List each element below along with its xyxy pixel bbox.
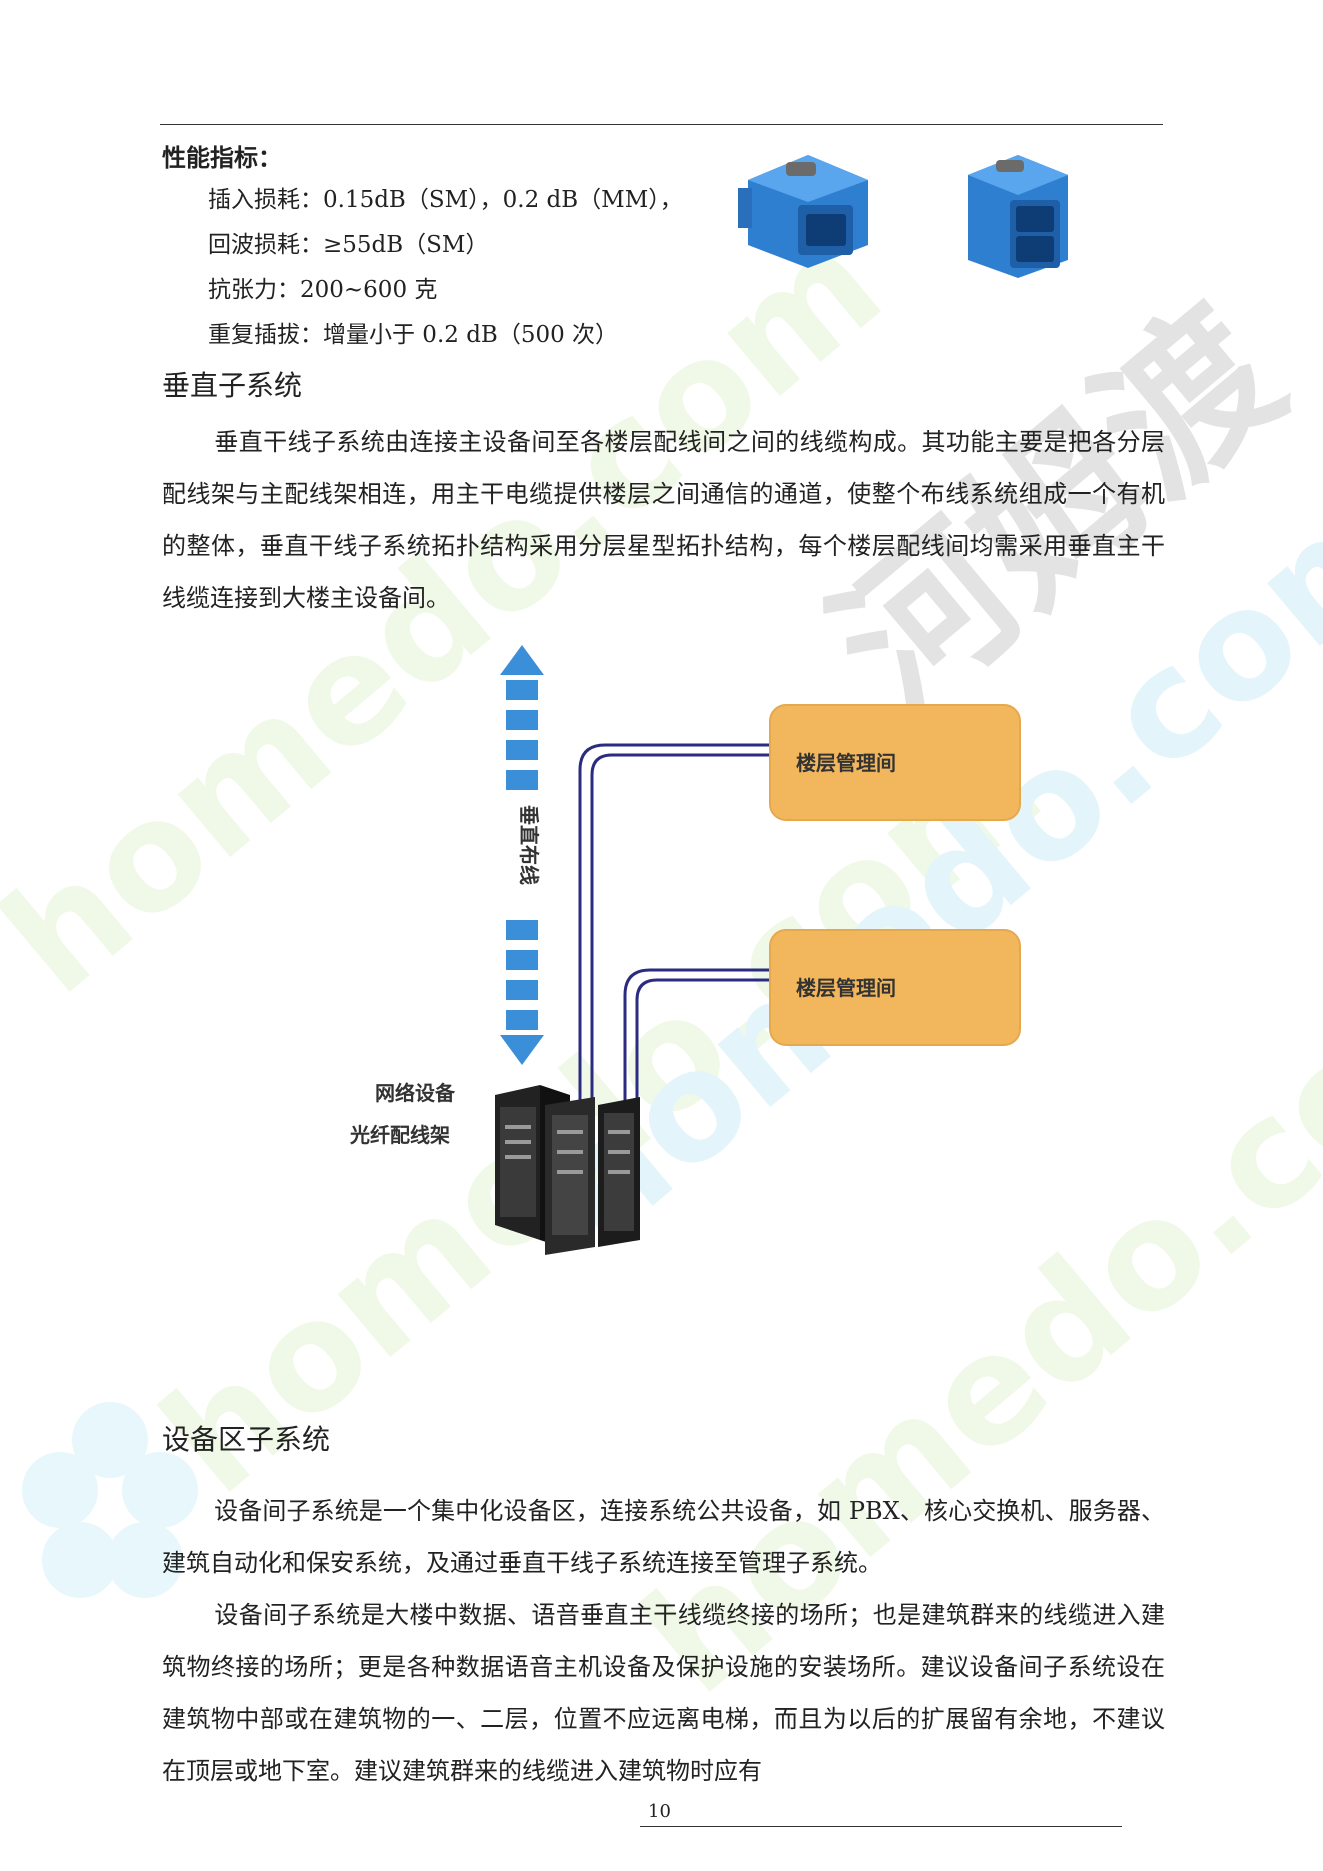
- cable-to-floor1: [578, 743, 770, 1115]
- rack-label-fiber: 光纤配线架: [349, 1123, 450, 1147]
- equipment-paragraph-1: 设备间子系统是一个集中化设备区，连接系统公共设备，如 PBX、核心交换机、服务器…: [162, 1485, 1165, 1589]
- equipment-section-title: 设备区子系统: [162, 1423, 331, 1456]
- vertical-section-title: 垂直子系统: [162, 369, 303, 402]
- cable-to-floor2: [623, 968, 770, 1115]
- spec-return-loss: 回波损耗：≥55dB（SM）: [208, 232, 489, 258]
- vertical-paragraph-text: 垂直干线子系统由连接主设备间至各楼层配线间之间的线缆构成。其功能主要是把各分层配…: [162, 428, 1165, 612]
- floor-management-box-1: [769, 704, 1021, 821]
- equipment-paragraph-1-text: 设备间子系统是一个集中化设备区，连接系统公共设备，如 PBX、核心交换机、服务器…: [162, 1497, 1165, 1577]
- floor-management-label-2: 楼层管理间: [796, 976, 896, 1000]
- floor-management-box-2: [769, 929, 1021, 1046]
- duplex-connector-image: [968, 155, 1068, 278]
- header-rule: [160, 124, 1163, 125]
- simplex-connector-image: [738, 155, 868, 268]
- footer-rule: [640, 1826, 1122, 1827]
- vertical-arrow-icon: [500, 645, 544, 1065]
- spec-repeat: 重复插拔：增量小于 0.2 dB（500 次）: [208, 322, 619, 348]
- vertical-paragraph: 垂直干线子系统由连接主设备间至各楼层配线间之间的线缆构成。其功能主要是把各分层配…: [162, 416, 1165, 624]
- spec-insertion-loss: 插入损耗：0.15dB（SM），0.2 dB（MM），: [208, 187, 683, 213]
- arrow-label: 垂直布线: [517, 805, 541, 885]
- equipment-paragraph-2-text: 设备间子系统是大楼中数据、语音垂直主干线缆终接的场所；也是建筑群来的线缆进入建筑…: [162, 1601, 1165, 1785]
- spec-title: 性能指标：: [162, 144, 282, 172]
- rack-label-network: 网络设备: [375, 1081, 456, 1105]
- spec-tensile: 抗张力：200~600 克: [208, 277, 438, 303]
- vertical-cabling-diagram: 垂直布线 楼层管理间 楼层管理间 网络设备 光纤配线架: [349, 645, 1021, 1255]
- server-rack-image: [495, 1085, 640, 1255]
- page-number: 10: [648, 1801, 671, 1822]
- floor-management-label-1: 楼层管理间: [796, 751, 896, 775]
- equipment-paragraph-2: 设备间子系统是大楼中数据、语音垂直主干线缆终接的场所；也是建筑群来的线缆进入建筑…: [162, 1589, 1165, 1797]
